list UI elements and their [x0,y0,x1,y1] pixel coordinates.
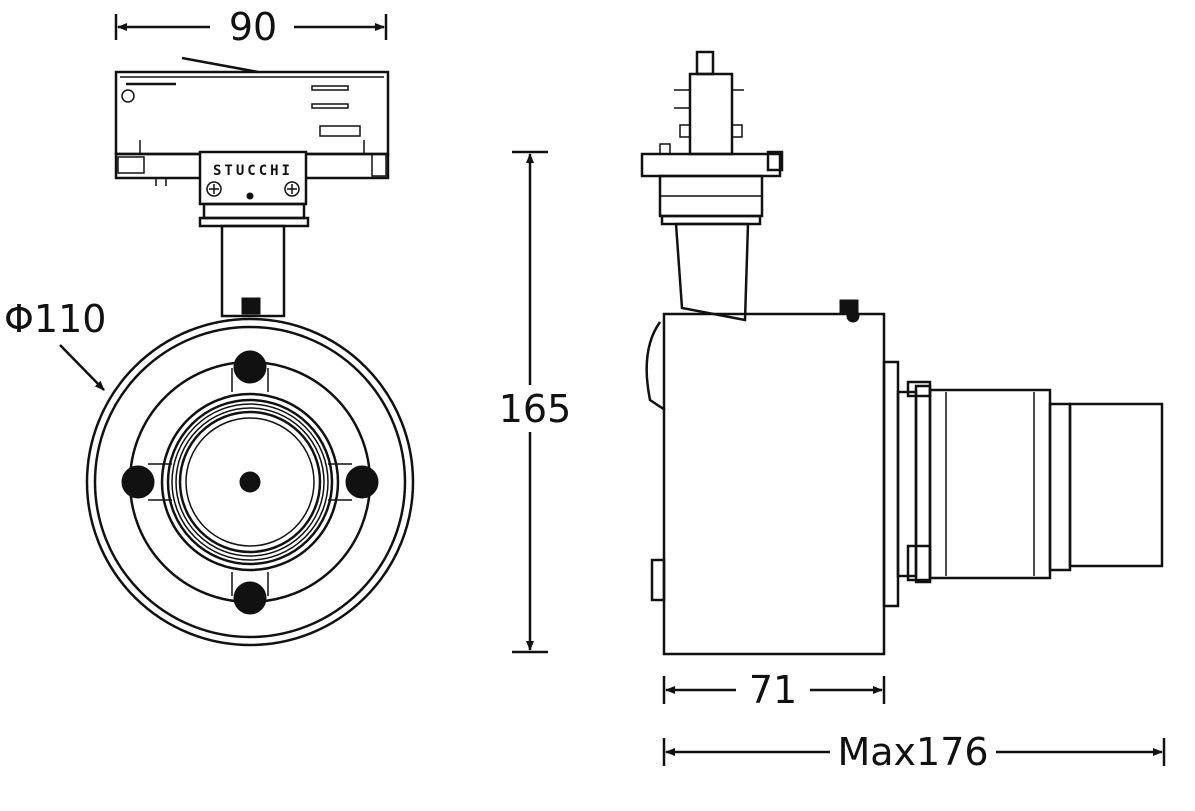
dimension-height: 165 [499,150,572,654]
dimension-max-length: Max176 [662,730,1166,774]
dimension-label-width: 90 [229,5,277,49]
dimension-width-top: 90 [114,5,388,49]
lamp-body-side [650,299,900,656]
front-view: 90 STUCCHI [4,5,415,647]
track-adapter-side [640,50,784,226]
side-view: 71 Max176 [640,50,1166,774]
brand-logo: STUCCHI [213,163,293,179]
dimension-diameter: Φ110 [4,297,106,391]
connector-block-front: STUCCHI [198,150,310,228]
dimension-label-height: 165 [499,387,572,431]
dimension-label-max-length: Max176 [837,730,988,774]
stem-front [220,224,286,318]
dimension-label-depth: 71 [749,668,797,712]
lens-barrel-side [896,380,1164,584]
stem-side [645,222,750,412]
dimension-label-diameter: Φ110 [4,297,106,341]
lamp-head-front [85,317,415,647]
dimension-body-depth: 71 [662,668,886,712]
